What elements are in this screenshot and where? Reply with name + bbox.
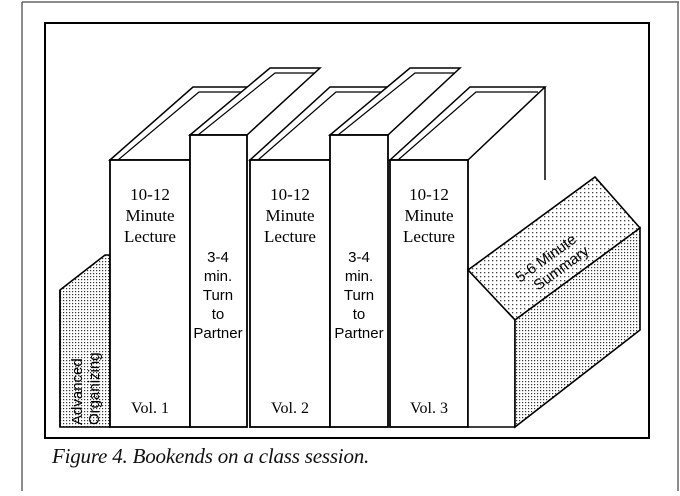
partner-2-line5: Partner xyxy=(334,325,383,342)
volume-label-1: Vol. 1 xyxy=(131,400,169,417)
lecture-2-line2: Minute xyxy=(265,206,314,225)
volume-label-3: Vol. 3 xyxy=(410,400,448,417)
book-lecture-3 xyxy=(388,86,547,428)
book-partner-2 xyxy=(327,67,462,428)
partner-2-line1: 3-4 xyxy=(348,249,370,266)
partner-1-line2: min. xyxy=(204,268,232,285)
volume-label-2: Vol. 2 xyxy=(271,400,309,417)
partner-2-line2: min. xyxy=(345,268,373,285)
partner-1-line5: Partner xyxy=(193,325,242,342)
figure-caption: Figure 4. Bookends on a class session. xyxy=(52,444,370,468)
book-partner-1 xyxy=(187,67,322,428)
partner-2-line4: to xyxy=(353,306,366,323)
lecture-2-line1: 10-12 xyxy=(270,185,310,204)
left-bookend-label-line1: Advanced xyxy=(69,358,86,425)
lecture-1-line3: Lecture xyxy=(124,227,176,246)
partner-2-line3: Turn xyxy=(344,287,374,304)
lecture-2-line3: Lecture xyxy=(264,227,316,246)
left-bookend-label-line2: Organizing xyxy=(86,352,103,425)
partner-1-line1: 3-4 xyxy=(207,249,229,266)
book-lecture-2 xyxy=(248,86,400,428)
partner-1-line3: Turn xyxy=(203,287,233,304)
partner-1-line4: to xyxy=(212,306,225,323)
lecture-1-line1: 10-12 xyxy=(130,185,170,204)
lecture-3-line3: Lecture xyxy=(403,227,455,246)
inner-frame xyxy=(44,22,650,439)
lecture-1-line2: Minute xyxy=(125,206,174,225)
lecture-3-line2: Minute xyxy=(404,206,453,225)
lecture-3-line1: 10-12 xyxy=(409,185,449,204)
right-bookend xyxy=(466,175,642,429)
